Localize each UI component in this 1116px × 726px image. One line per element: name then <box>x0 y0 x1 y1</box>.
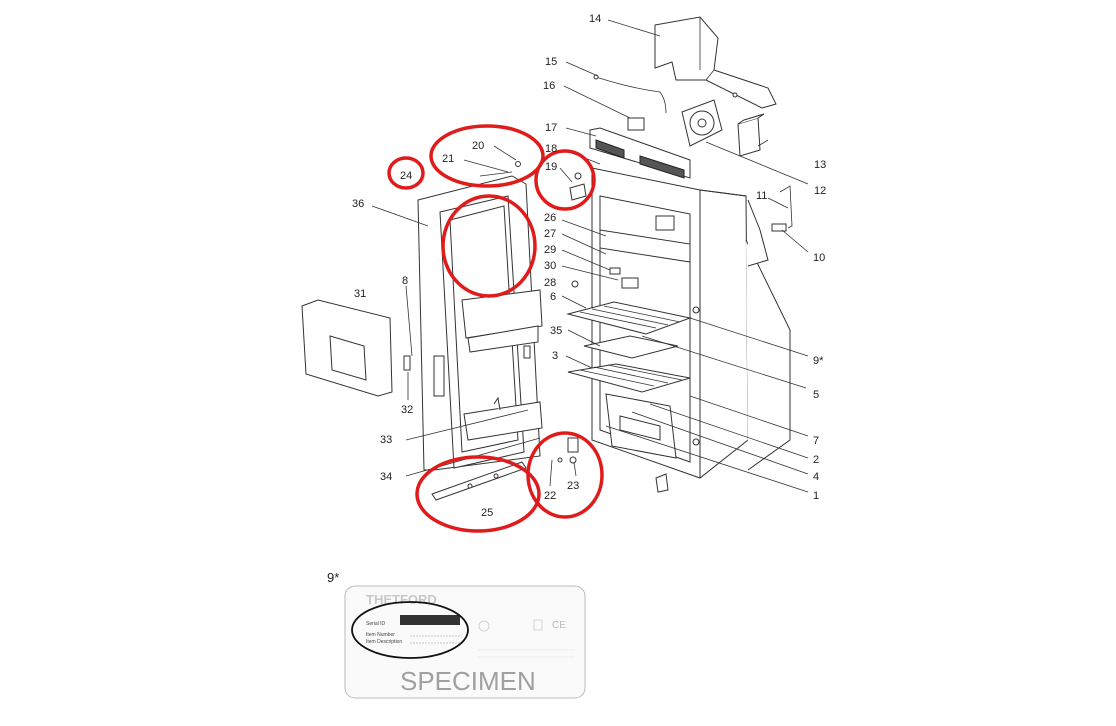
callout-23: 23 <box>567 480 579 492</box>
label-card-heading: 9* <box>327 570 339 585</box>
part-11-rod <box>779 185 793 229</box>
callout-8: 8 <box>402 275 408 287</box>
callout-17: 17 <box>545 122 557 134</box>
serial-barcode <box>400 615 460 625</box>
ring-serial-id <box>351 601 469 659</box>
callout-12: 12 <box>814 185 826 197</box>
callout-26: 26 <box>544 212 556 224</box>
part-12-fan <box>681 99 723 147</box>
callout-18: 18 <box>545 143 557 155</box>
callout-35: 35 <box>550 325 562 337</box>
callout-11: 11 <box>756 190 767 202</box>
callout-27: 27 <box>544 228 556 240</box>
callout-16: 16 <box>543 80 555 92</box>
fridge-door <box>417 175 543 471</box>
leader-lines <box>371 19 809 493</box>
callout-33: 33 <box>380 434 392 446</box>
callout-10: 10 <box>813 252 825 264</box>
callout-31: 31 <box>354 288 366 300</box>
callout-2: 2 <box>813 454 819 466</box>
upper-hinge <box>569 172 587 201</box>
callout-6: 6 <box>550 291 556 303</box>
part-32-pin <box>403 355 411 371</box>
cert-mark-icon <box>478 620 490 632</box>
part-29-bracket <box>609 267 621 275</box>
callout-28: 28 <box>544 277 556 289</box>
callout-15: 15 <box>545 56 557 68</box>
callout-20: 20 <box>472 140 484 152</box>
callout-14: 14 <box>589 13 601 25</box>
part-25-rail <box>431 461 527 501</box>
ring-19 <box>534 149 596 211</box>
label-watermark: SPECIMEN <box>400 666 536 696</box>
highlight-rings <box>387 124 604 533</box>
part-21-cap <box>479 171 513 177</box>
part-20-screw <box>515 161 521 167</box>
label-card-frame <box>344 585 586 699</box>
ce-mark-icon: CE <box>552 620 566 631</box>
label-item-number: Item Number <box>366 632 395 638</box>
part-31-panel <box>301 299 393 397</box>
ring-20-21 <box>429 124 545 188</box>
part-14-top-cover <box>654 16 777 109</box>
label-serial-id: Serial ID <box>366 621 386 627</box>
door-catch <box>655 473 669 493</box>
callout-5: 5 <box>813 389 819 401</box>
label-item-description: Item Description <box>366 639 402 645</box>
callout-34: 34 <box>380 471 392 483</box>
label-card-brand: THETFORD <box>366 592 437 607</box>
callout-19: 19 <box>545 161 557 173</box>
callout-24: 24 <box>400 170 412 182</box>
callout-22: 22 <box>544 490 556 502</box>
callout-29: 29 <box>544 244 556 256</box>
ring-22-23 <box>526 431 604 519</box>
ring-25 <box>415 455 541 533</box>
callout-numbers: 14 15 16 17 18 19 20 21 24 36 26 27 29 3… <box>352 13 826 519</box>
callout-3: 3 <box>552 350 558 362</box>
part-35-glass <box>583 335 679 359</box>
callout-13: 13 <box>814 159 826 171</box>
callout-30: 30 <box>544 260 556 272</box>
lower-hinge <box>557 437 579 464</box>
ring-door-gasket <box>441 194 537 298</box>
shelf-3 <box>567 363 691 393</box>
part-33-strip <box>405 409 529 441</box>
callout-9-star: 9* <box>813 355 824 367</box>
part-15-wire <box>593 74 667 114</box>
ring-24 <box>387 156 425 190</box>
callout-4: 4 <box>813 471 819 483</box>
callout-1: 1 <box>813 490 819 502</box>
disposal-icon <box>533 619 543 631</box>
callout-32: 32 <box>401 404 413 416</box>
part-16-board <box>627 117 645 131</box>
serial-label-card: 9* THETFORD Serial ID Item Number Item D… <box>327 570 586 699</box>
callout-21: 21 <box>442 153 454 165</box>
part-13-box <box>737 113 765 157</box>
part-28-clip <box>571 280 579 288</box>
callout-25: 25 <box>481 507 493 519</box>
callout-7: 7 <box>813 435 819 447</box>
callout-36: 36 <box>352 198 364 210</box>
part-10-clip <box>771 223 787 232</box>
part-17-vent <box>589 127 691 179</box>
